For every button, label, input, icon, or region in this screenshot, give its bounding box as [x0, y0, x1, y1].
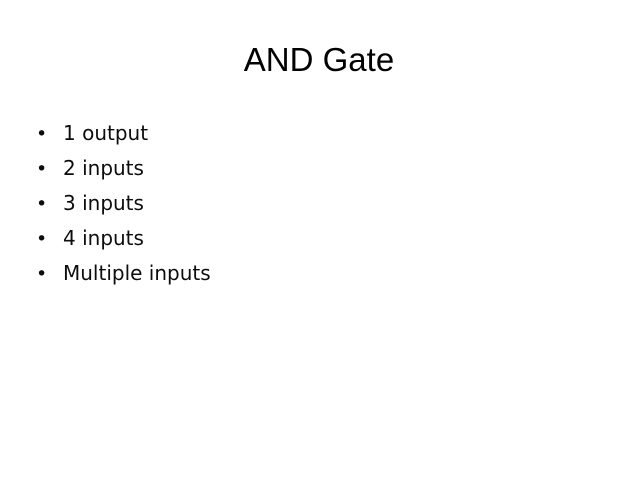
list-item: • 2 inputs — [36, 154, 596, 189]
list-item-label: 4 inputs — [63, 226, 144, 250]
list-item: • 1 output — [36, 119, 596, 154]
bullet-point-icon: • — [36, 193, 48, 215]
list-item-label: 3 inputs — [63, 191, 144, 215]
list-item-label: 2 inputs — [63, 156, 144, 180]
list-item-label: 1 output — [63, 121, 149, 145]
bullet-point-icon: • — [36, 158, 48, 180]
bullet-point-icon: • — [36, 228, 48, 250]
list-item: • Multiple inputs — [36, 259, 596, 294]
bullet-point-icon: • — [36, 263, 48, 285]
list-item-label: Multiple inputs — [63, 261, 211, 285]
bullet-list: • 1 output • 2 inputs • 3 inputs • 4 inp… — [36, 119, 596, 294]
list-item: • 3 inputs — [36, 189, 596, 224]
list-item: • 4 inputs — [36, 224, 596, 259]
bullet-point-icon: • — [36, 123, 48, 145]
page-title: AND Gate — [243, 41, 395, 78]
